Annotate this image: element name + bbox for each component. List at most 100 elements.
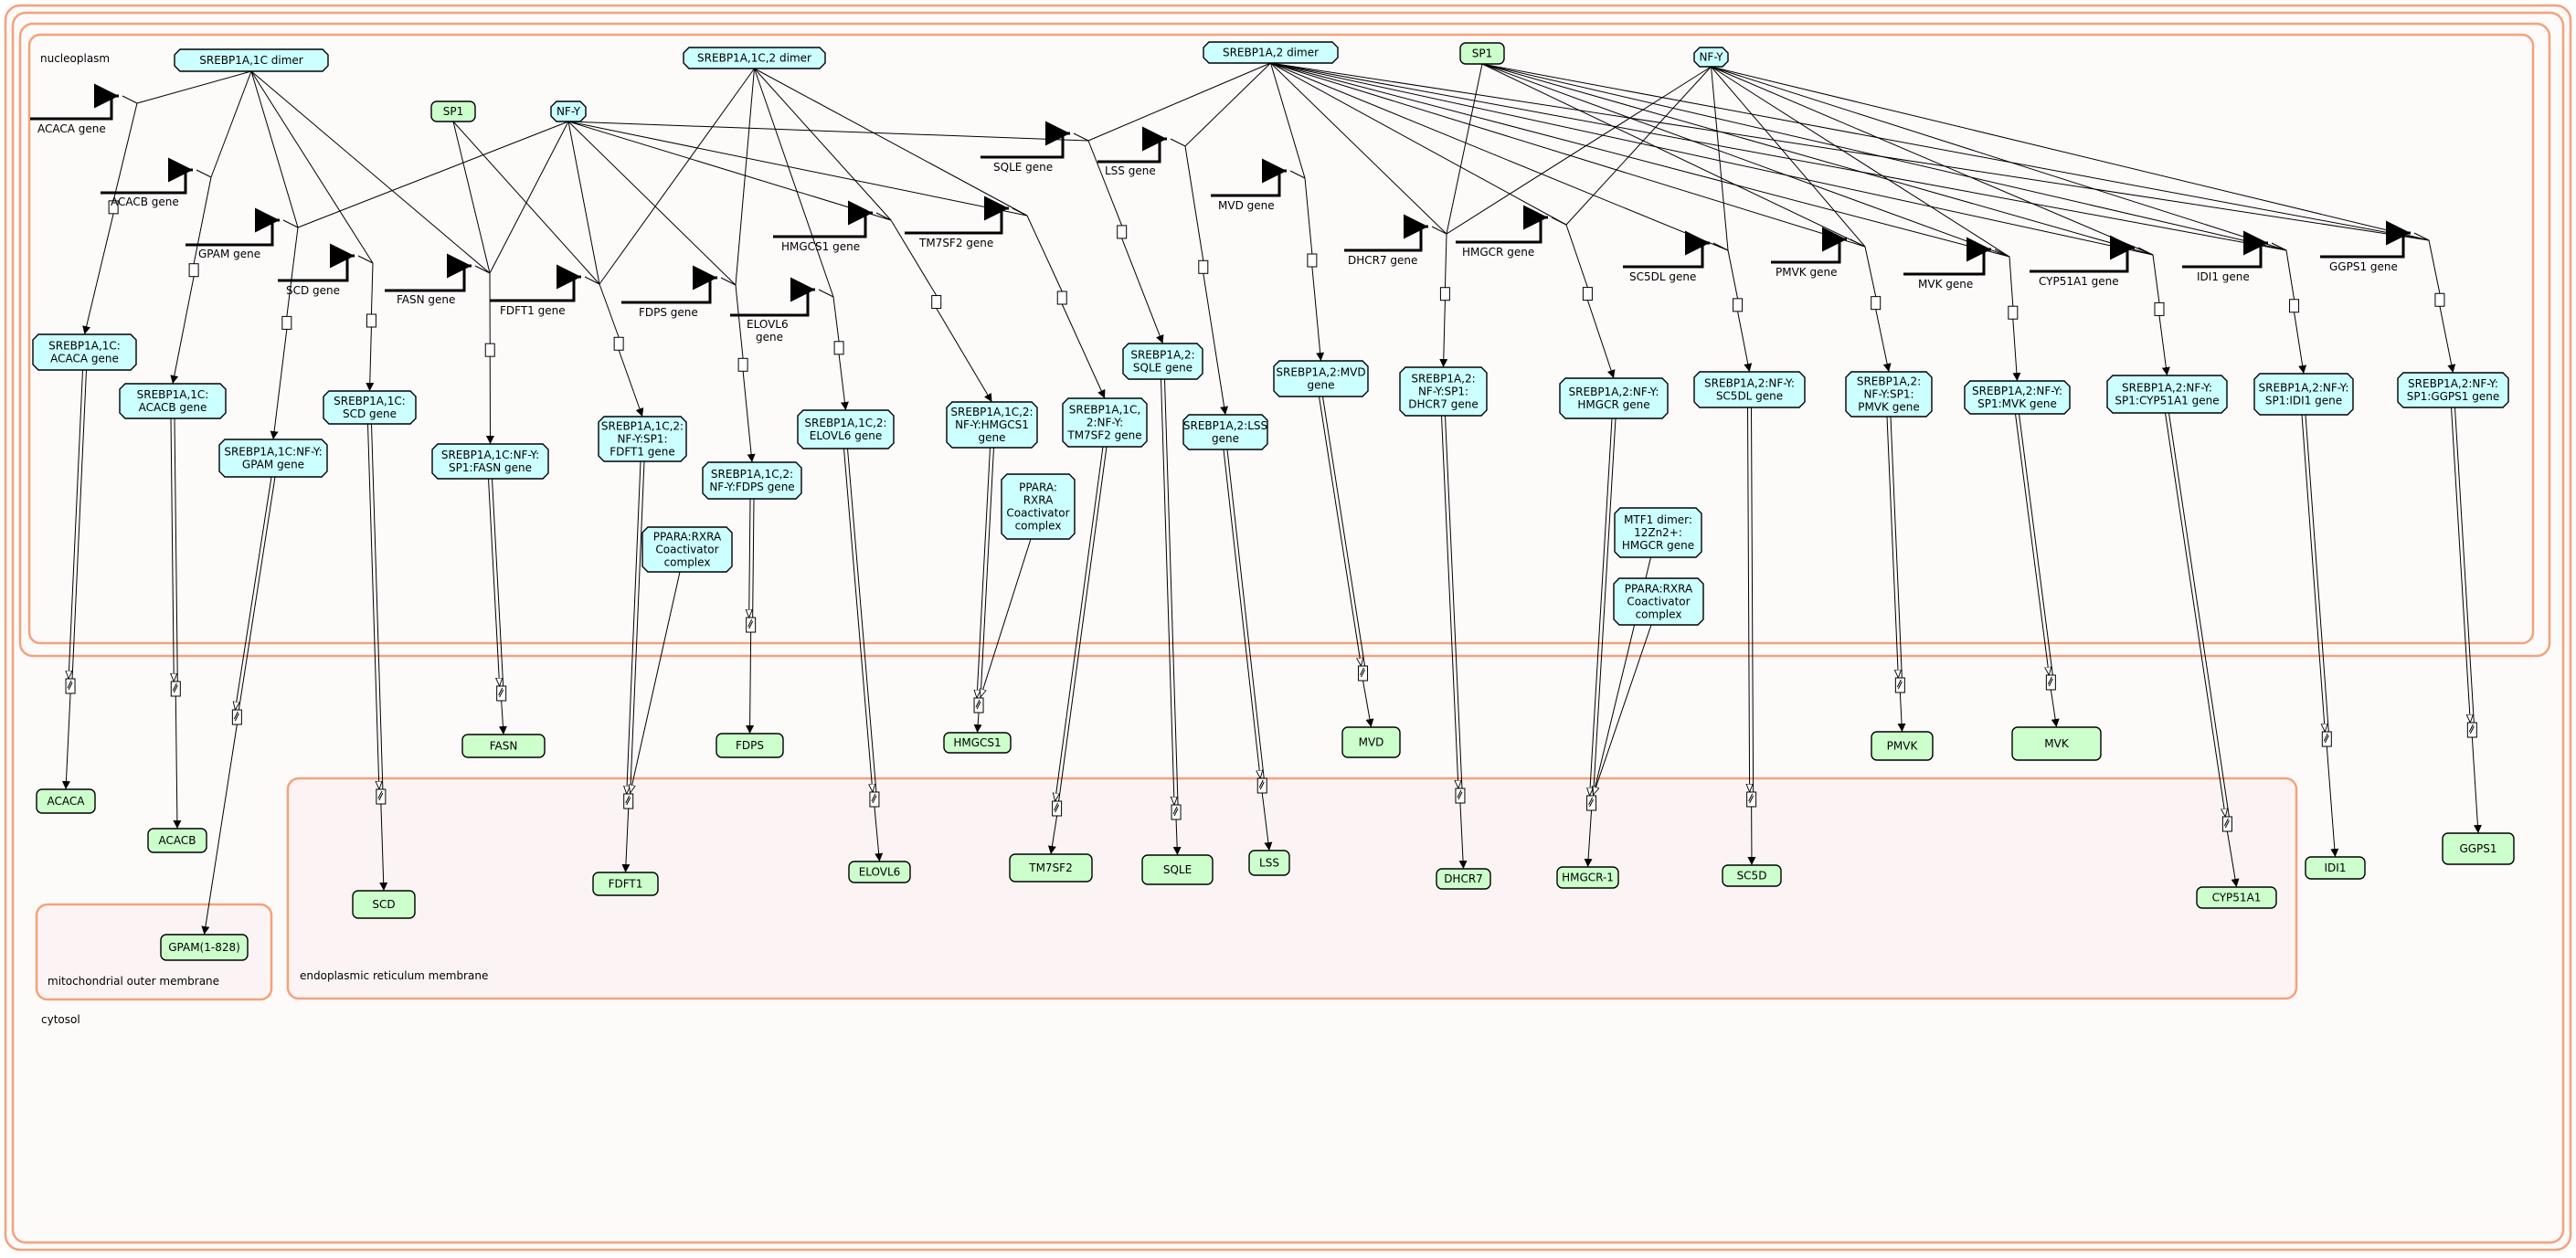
translation-reaction-node[interactable] bbox=[1747, 792, 1756, 807]
protein-fasn[interactable]: FASN bbox=[462, 735, 545, 757]
translation-reaction-node[interactable] bbox=[376, 789, 386, 804]
regulator-sp1l[interactable]: SP1 bbox=[431, 101, 475, 122]
translation-reaction-node[interactable] bbox=[870, 792, 879, 807]
protein-acacb[interactable]: ACACB bbox=[148, 829, 207, 852]
protein-scd[interactable]: SCD bbox=[353, 891, 415, 918]
gene-complex-pmvk[interactable]: SREBP1A,2:NF-Y:SP1:PMVK gene bbox=[1846, 372, 1932, 417]
translation-reaction-node[interactable] bbox=[232, 710, 241, 724]
translation-reaction-node[interactable] bbox=[2046, 675, 2055, 690]
gene-complex-scd[interactable]: SREBP1A,1C:SCD gene bbox=[323, 391, 416, 424]
binding-reaction-node[interactable] bbox=[1199, 260, 1208, 273]
gene-complex-idi1[interactable]: SREBP1A,2:NF-Y:SP1:IDI1 gene bbox=[2254, 374, 2353, 415]
protein-dhcr7[interactable]: DHCR7 bbox=[1436, 869, 1490, 889]
gene-complex-acacb[interactable]: SREBP1A,1C:ACACB gene bbox=[120, 384, 226, 418]
binding-reaction-node[interactable] bbox=[2435, 293, 2444, 306]
protein-acaca[interactable]: ACACA bbox=[37, 789, 95, 813]
regulator-r2[interactable]: SREBP1A,2 dimer bbox=[1203, 42, 1338, 63]
binding-reaction-node[interactable] bbox=[1057, 291, 1066, 304]
protein-elovl6[interactable]: ELOVL6 bbox=[849, 862, 910, 883]
translation-reaction-node[interactable] bbox=[1895, 678, 1904, 692]
gene-complex-mvk[interactable]: SREBP1A,2:NF-Y:SP1:MVK gene bbox=[1965, 381, 2070, 414]
binding-reaction-node[interactable] bbox=[282, 316, 292, 329]
protein-fdps[interactable]: FDPS bbox=[716, 734, 783, 757]
binding-reaction-node[interactable] bbox=[189, 264, 198, 277]
translation-reaction-node[interactable] bbox=[171, 682, 180, 696]
gene-complex-cyp51a1[interactable]: SREBP1A,2:NF-Y:SP1:CYP51A1 gene bbox=[2107, 375, 2227, 413]
gene-complex-fasn[interactable]: SREBP1A,1C:NF-Y:SP1:FASN gene bbox=[432, 444, 548, 479]
gene-label: TM7SF2 gene bbox=[918, 237, 993, 249]
binding-reaction-node[interactable] bbox=[2290, 300, 2299, 312]
binding-reaction-node[interactable] bbox=[932, 296, 941, 309]
regulator-r1c[interactable]: SREBP1A,1C dimer bbox=[175, 49, 328, 71]
protein-fdft1[interactable]: FDFT1 bbox=[593, 872, 658, 895]
gene-complex-acaca[interactable]: SREBP1A,1C:ACACA gene bbox=[33, 334, 136, 370]
protein-hmgcs1[interactable]: HMGCS1 bbox=[944, 733, 1011, 753]
translation-reaction-node[interactable] bbox=[624, 794, 633, 809]
translation-reaction-node[interactable] bbox=[2322, 732, 2331, 746]
binding-reaction-node[interactable] bbox=[1118, 226, 1127, 238]
translation-reaction-node[interactable] bbox=[747, 618, 756, 632]
protein-mvk[interactable]: MVK bbox=[2012, 727, 2101, 760]
gene-complex-sc5dl[interactable]: SREBP1A,2:NF-Y:SC5DL gene bbox=[1694, 372, 1805, 407]
binding-reaction-node[interactable] bbox=[614, 337, 623, 350]
protein-lss[interactable]: LSS bbox=[1249, 851, 1289, 875]
translation-reaction-node[interactable] bbox=[1171, 805, 1181, 819]
gene-complex-ggps1[interactable]: SREBP1A,2:NF-Y:SP1:GGPS1 gene bbox=[2398, 373, 2508, 407]
gene-label: ELOVL6 bbox=[747, 318, 789, 331]
translation-reaction-node[interactable] bbox=[497, 686, 506, 701]
complex-label: NF-Y:SP1: bbox=[617, 433, 667, 446]
binding-reaction-node[interactable] bbox=[1871, 297, 1881, 310]
protein-sc5dl[interactable]: SC5D bbox=[1723, 865, 1781, 886]
gene-complex-fdps[interactable]: SREBP1A,1C,2:NF-Y:FDPS gene bbox=[703, 462, 801, 499]
regulator-sp1r[interactable]: SP1 bbox=[1460, 43, 1504, 64]
translation-reaction-node[interactable] bbox=[2467, 723, 2476, 737]
translation-reaction-node[interactable] bbox=[1053, 801, 1062, 816]
binding-reaction-node[interactable] bbox=[834, 342, 843, 354]
protein-label: ACACB bbox=[159, 834, 196, 847]
binding-reaction-node[interactable] bbox=[738, 358, 747, 371]
protein-mvd[interactable]: MVD bbox=[1342, 727, 1400, 757]
protein-cyp51a1[interactable]: CYP51A1 bbox=[2197, 887, 2276, 908]
binding-reaction-node[interactable] bbox=[1733, 299, 1743, 312]
complex-label: gene bbox=[1308, 379, 1335, 392]
protein-hmgcr[interactable]: HMGCR-1 bbox=[1557, 867, 1618, 888]
protein-sqle[interactable]: SQLE bbox=[1142, 855, 1213, 884]
binding-reaction-node[interactable] bbox=[485, 344, 494, 356]
protein-idi1[interactable]: IDI1 bbox=[2306, 857, 2365, 879]
gene-complex-elovl6[interactable]: SREBP1A,1C,2:ELOVL6 gene bbox=[798, 410, 894, 449]
binding-reaction-node[interactable] bbox=[2155, 302, 2164, 315]
protein-pmvk[interactable]: PMVK bbox=[1871, 732, 1933, 760]
translation-reaction-node[interactable] bbox=[974, 698, 983, 713]
complex-label: complex bbox=[1636, 608, 1682, 621]
gene-complex-sqle[interactable]: SREBP1A,2:SQLE gene bbox=[1123, 344, 1203, 379]
gene-complex-gpam[interactable]: SREBP1A,1C:NF-Y:GPAM gene bbox=[219, 439, 327, 477]
translation-reaction-node[interactable] bbox=[1587, 796, 1596, 810]
gene-complex-hmgcr[interactable]: SREBP1A,2:NF-Y:HMGCR gene bbox=[1560, 378, 1668, 418]
regulator-nfyl[interactable]: NF-Y bbox=[551, 101, 586, 122]
protein-ggps1[interactable]: GGPS1 bbox=[2443, 833, 2514, 864]
translation-reaction-node[interactable] bbox=[1257, 778, 1267, 793]
binding-reaction-node[interactable] bbox=[1308, 254, 1317, 267]
translation-reaction-node[interactable] bbox=[1456, 788, 1465, 803]
translation-reaction-node[interactable] bbox=[66, 679, 75, 693]
protein-tm7sf2[interactable]: TM7SF2 bbox=[1010, 854, 1092, 882]
regulator-r1c2[interactable]: SREBP1A,1C,2 dimer bbox=[684, 48, 825, 69]
binding-reaction-node[interactable] bbox=[1583, 288, 1592, 301]
binding-reaction-node[interactable] bbox=[366, 314, 376, 327]
binding-reaction-node[interactable] bbox=[2009, 306, 2018, 319]
gene-complex-tm7sf2[interactable]: SREBP1A,1C,2:NF-Y:TM7SF2 gene bbox=[1063, 398, 1147, 447]
complex-mtf1[interactable]: MTF1 dimer:12Zn2+:HMGCR gene bbox=[1615, 508, 1701, 557]
binding-reaction-node[interactable] bbox=[1440, 288, 1449, 301]
protein-gpam[interactable]: GPAM(1-828) bbox=[161, 935, 248, 960]
translation-reaction-node[interactable] bbox=[2222, 817, 2231, 831]
translation-reaction-node[interactable] bbox=[1359, 666, 1368, 681]
gene-complex-dhcr7[interactable]: SREBP1A,2:NF-Y:SP1:DHCR7 gene bbox=[1400, 367, 1487, 416]
regulator-nfyr[interactable]: NF-Y bbox=[1694, 48, 1728, 67]
gene-complex-fdft1[interactable]: SREBP1A,1C,2:NF-Y:SP1:FDFT1 gene bbox=[599, 417, 686, 461]
